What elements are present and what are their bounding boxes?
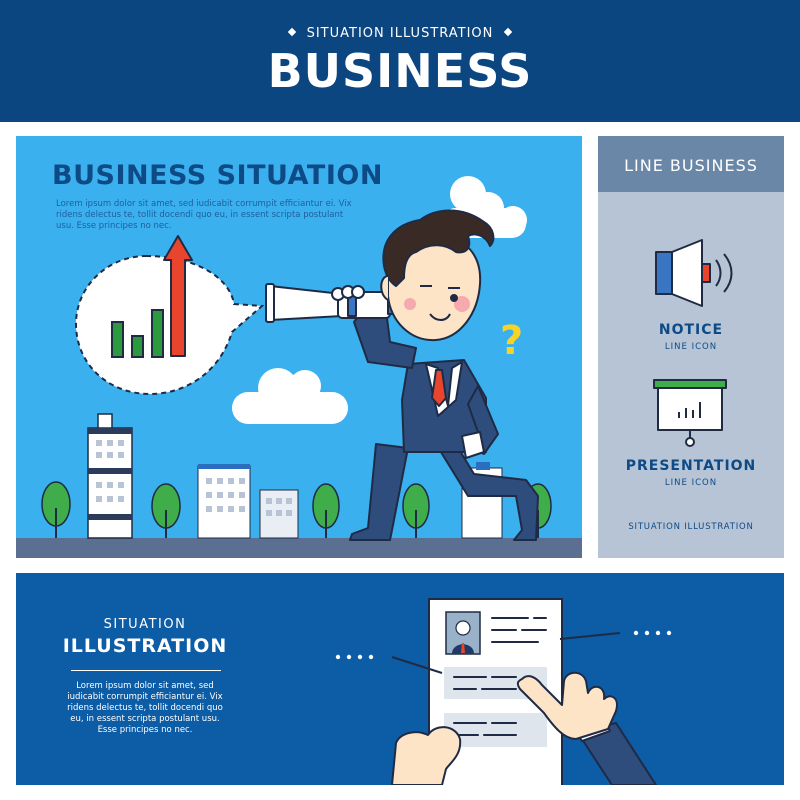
arrow-up-icon <box>163 235 193 357</box>
scene-description: Lorem ipsum dolor sit amet, sed iudicabi… <box>56 199 352 231</box>
sidebar-icons <box>653 239 733 447</box>
building-icon <box>259 489 299 539</box>
pointing-hand-icon <box>516 671 657 785</box>
profile-photo-icon <box>445 611 481 655</box>
header-banner: SITUATION ILLUSTRATION BUSINESS <box>0 0 800 122</box>
line-business-sidebar: LINE BUSINESS NOTICE LINE ICON PRESENTAT… <box>598 136 784 558</box>
header-title: BUSINESS <box>267 44 533 98</box>
situation-illustration-panel: SITUATION ILLUSTRATION Lorem ipsum dolor… <box>16 573 784 785</box>
header-subtitle-text: SITUATION ILLUSTRATION <box>306 26 494 41</box>
question-mark: ? <box>500 318 523 364</box>
tree-icon <box>402 483 430 538</box>
diamond-icon <box>504 27 513 36</box>
business-situation-panel: ? BUSINESS SITUATION Lorem ipsum dolor s… <box>16 136 582 558</box>
sidebar-footer: SITUATION ILLUSTRATION <box>628 522 754 532</box>
holding-hand-icon <box>391 726 462 785</box>
sidebar-item-presentation-sub: LINE ICON <box>664 478 718 488</box>
bar-chart-icon <box>111 309 164 358</box>
building-icon <box>87 413 133 539</box>
presentation-board-icon <box>653 379 727 447</box>
sidebar-header-text: LINE BUSINESS <box>624 156 758 175</box>
scene-illustration: ? <box>16 176 582 558</box>
bottom-description: Lorem ipsum dolor sit amet, sed iudicabi… <box>67 681 223 735</box>
sidebar-item-notice-sub: LINE ICON <box>664 342 718 352</box>
diamond-icon <box>287 27 296 36</box>
businessman-figure <box>265 209 539 541</box>
header-subtitle: SITUATION ILLUSTRATION <box>0 26 800 41</box>
divider <box>71 670 221 671</box>
resume-illustration <box>335 598 672 785</box>
sidebar-item-notice-label: NOTICE <box>658 322 724 338</box>
building-icon <box>197 464 251 539</box>
ellipsis-dots-right <box>633 630 672 636</box>
speech-bubble-icon <box>74 254 265 396</box>
bottom-title: ILLUSTRATION <box>62 635 228 657</box>
scene-title: BUSINESS SITUATION <box>52 160 383 191</box>
megaphone-icon <box>655 239 733 307</box>
sidebar-item-presentation-label: PRESENTATION <box>625 458 757 474</box>
ground <box>16 538 582 558</box>
cloud-icon <box>232 368 348 424</box>
bottom-subtitle: SITUATION <box>103 617 187 632</box>
tree-icon <box>151 483 181 538</box>
tree-icon <box>312 483 340 538</box>
tree-icon <box>41 481 71 538</box>
sidebar-header: LINE BUSINESS <box>598 136 784 192</box>
ellipsis-dots-left <box>335 654 374 660</box>
